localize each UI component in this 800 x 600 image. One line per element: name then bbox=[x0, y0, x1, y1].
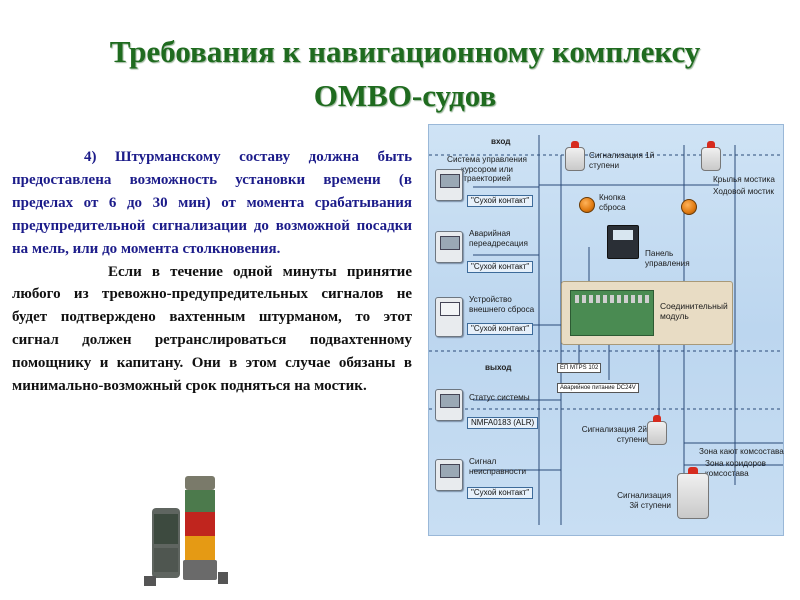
fault-signal-device bbox=[435, 459, 463, 491]
stack-light-image bbox=[130, 468, 240, 588]
bridge-wing-beacon-icon bbox=[701, 141, 721, 171]
title-line-2: ОМВО-судов bbox=[313, 78, 497, 113]
bridge-wings-label: Крылья мостика bbox=[713, 175, 775, 184]
dry-contact-3: "Сухой контакт" bbox=[467, 323, 534, 335]
crew-corridors-label: Зона коридоров комсостава bbox=[705, 459, 766, 478]
title-line-1: Требования к навигационному комплексу bbox=[109, 34, 701, 69]
input-label: вход bbox=[491, 137, 511, 146]
output-label: выход bbox=[485, 363, 512, 372]
connection-module: Соединительный модуль bbox=[561, 281, 733, 345]
stage3-beacon-icon bbox=[677, 467, 709, 519]
stage1-beacon-icon bbox=[565, 141, 585, 171]
system-status-device bbox=[435, 389, 463, 421]
fault-signal-label: Сигнал неисправности bbox=[469, 457, 527, 476]
paragraph-relay-rule: Если в течение одной минуты принятие люб… bbox=[12, 263, 412, 395]
connection-module-label: Соединительный модуль bbox=[660, 301, 728, 321]
circuit-board-icon bbox=[570, 290, 654, 336]
dry-contact-2: "Сухой контакт" bbox=[467, 261, 534, 273]
system-status-label: Статус системы bbox=[469, 393, 530, 402]
item-number: 4) bbox=[84, 149, 97, 165]
dry-contact-4: "Сухой контакт" bbox=[467, 487, 534, 499]
alarm-system-diagram: вход выход Система управления курсором и… bbox=[428, 124, 784, 536]
alarm-stage2-label: Сигнализация 2й ступени bbox=[581, 425, 647, 444]
cursor-system-device bbox=[435, 169, 463, 201]
control-panel-device bbox=[607, 225, 639, 259]
alarm-stage3-label: Сигнализация 3й ступени bbox=[617, 491, 671, 510]
external-reset-device bbox=[435, 297, 463, 337]
external-reset-label: Устройство внешнего сброса bbox=[469, 295, 535, 314]
emergency-redirect-label: Аварийная переадресация bbox=[469, 229, 528, 248]
paragraph-1-body: Штурманскому составу должна быть предост… bbox=[12, 149, 412, 257]
dry-contact-1: "Сухой контакт" bbox=[467, 195, 534, 207]
stack-light-icon bbox=[144, 476, 228, 586]
emergency-power-box: Аварийное питание DC24V bbox=[557, 383, 639, 393]
control-panel-label: Панель управления bbox=[645, 249, 690, 268]
reset-button-label: Кнопка сброса bbox=[599, 193, 626, 212]
alarm-stage1-label: Сигнализация 1й ступени bbox=[589, 151, 655, 170]
nmfa-box: NMFA0183 (ALR) bbox=[467, 417, 539, 429]
bridge-label: Ходовой мостик bbox=[713, 187, 774, 196]
stage2-beacon-icon bbox=[647, 415, 667, 445]
diagram-connection-lines bbox=[429, 135, 783, 525]
part-number-box: ЕП MTPS 102 bbox=[557, 363, 602, 373]
redirect-device bbox=[435, 231, 463, 263]
slide-title: Требования к навигационному комплексу ОМ… bbox=[40, 30, 770, 118]
crew-cabins-label: Зона кают комсостава bbox=[699, 447, 784, 456]
reset-knob-icon bbox=[579, 197, 595, 213]
body-text: 4) Штурманскому составу должна быть пред… bbox=[12, 146, 412, 398]
paragraph-requirement-4: 4) Штурманскому составу должна быть пред… bbox=[12, 146, 412, 261]
cursor-system-label: Система управления курсором или траектор… bbox=[447, 155, 527, 183]
reset-knob-2-icon bbox=[681, 199, 697, 215]
